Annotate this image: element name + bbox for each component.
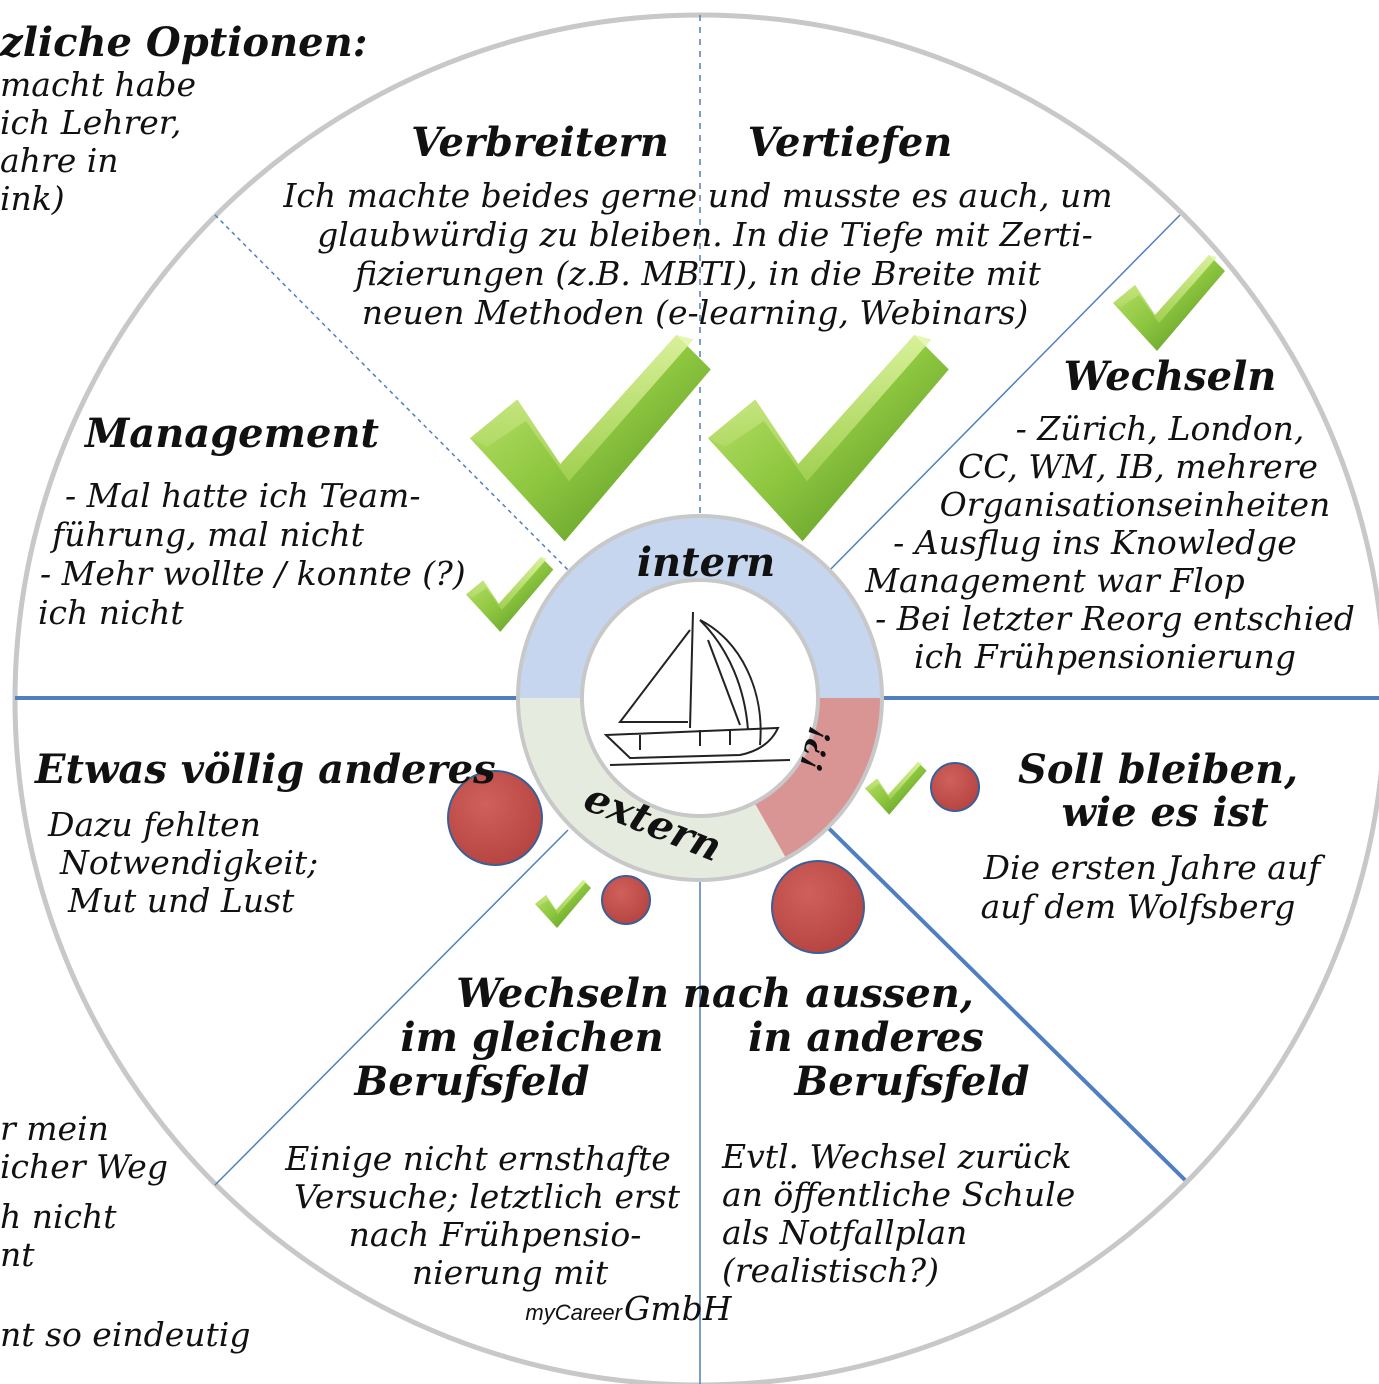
svg-text:neuen Methoden (e-learning, We: neuen Methoden (e-learning, Webinars) [362,293,1029,332]
svg-text:Versuche; letztlich erst: Versuche; letztlich erst [294,1177,681,1216]
svg-text:Die ersten Jahre auf: Die ersten Jahre auf [983,848,1327,887]
segment-soll-bleiben: Soll bleiben, wie es ist Die ersten Jahr… [981,746,1327,926]
svg-text:ahre in: ahre in [0,141,119,180]
svg-text:ink): ink) [0,179,65,218]
sailboat-icon [603,611,791,766]
margin-heading: zliche Optionen: [0,19,367,66]
svg-text:glaubwürdig zu bleiben. In die: glaubwürdig zu bleiben. In die Tiefe mit… [317,215,1093,254]
verbreitern-title: Verbreitern [411,119,669,166]
svg-text:ich nicht: ich nicht [38,593,184,632]
svg-text:Berufsfeld: Berufsfeld [354,1058,590,1105]
svg-text:nierung mit: nierung mit [412,1253,609,1292]
svg-text:(realistisch?): (realistisch?) [722,1251,939,1290]
red-dot-icon [771,860,865,954]
segment-wechseln: Wechseln - Zürich, London, CC, WM, IB, m… [864,353,1355,676]
aussen-title: Wechseln nach aussen, [456,970,974,1017]
segment-management: Management - Mal hatte ich Team- führung… [38,410,466,632]
svg-text:Management war Flop: Management war Flop [864,561,1245,600]
svg-text:r mein: r mein [0,1109,109,1148]
svg-text:fizierungen (z.B. MBTI), in d: fizierungen (z.B. MBTI), in die Breite m… [352,254,1041,293]
svg-text:- Zürich, London,: - Zürich, London, [1016,409,1305,448]
vertiefen-title: Vertiefen [748,119,953,166]
management-title: Management [83,410,379,457]
svg-text:ich Lehrer,: ich Lehrer, [0,103,181,142]
svg-text:als Notfallplan: als Notfallplan [722,1213,967,1252]
svg-text:an öffentliche Schule: an öffentliche Schule [722,1175,1075,1214]
svg-text:auf dem Wolfsberg: auf dem Wolfsberg [981,887,1296,926]
soll-bleiben-title-2: wie es ist [1061,789,1269,836]
svg-text:macht habe: macht habe [0,65,196,104]
svg-text:Berufsfeld: Berufsfeld [794,1058,1030,1105]
svg-text:Notwendigkeit;: Notwendigkeit; [59,843,318,882]
divider-lines [15,15,1379,1384]
soll-bleiben-title-1: Soll bleiben, [1018,746,1298,793]
center-ring [516,514,884,882]
left-margin-notes: zliche Optionen: macht habe ich Lehrer, … [0,19,367,1354]
svg-text:Ich machte beides gerne und mu: Ich machte beides gerne und musste es au… [282,176,1112,215]
wechseln-title: Wechseln [1064,353,1277,400]
mycareer-label: myCareer [525,1300,623,1325]
svg-text:ich Frühpensionierung: ich Frühpensionierung [914,637,1296,676]
svg-text:im gleichen: im gleichen [400,1014,663,1061]
svg-text:in anderes: in anderes [748,1014,984,1061]
etwas-title: Etwas völlig anderes [34,746,496,793]
svg-text:nach Frühpensio-: nach Frühpensio- [349,1215,642,1254]
svg-text:Organisationseinheiten: Organisationseinheiten [940,485,1331,524]
svg-text:h nicht: h nicht [0,1197,117,1236]
segment-verbreitern-vertiefen: Verbreitern Vertiefen Ich machte beides … [282,119,1112,332]
red-dot-icon [601,875,651,925]
ring-intern [518,516,882,698]
gmbh-label: GmbH [624,1289,733,1328]
segment-etwas-anderes: Etwas völlig anderes Dazu fehlten Notwen… [34,746,496,920]
ring-flag [754,698,882,858]
svg-text:nt: nt [0,1235,35,1274]
svg-text:- Mal hatte ich Team-: - Mal hatte ich Team- [65,476,421,515]
svg-text:führung, mal nicht: führung, mal nicht [49,515,365,554]
svg-text:Dazu fehlten: Dazu fehlten [47,805,261,844]
svg-text:Mut und Lust: Mut und Lust [67,881,295,920]
svg-text:Einige nicht ernsthafte: Einige nicht ernsthafte [284,1139,671,1178]
svg-text:nt so eindeutig: nt so eindeutig [0,1315,250,1354]
svg-text:icher Weg: icher Weg [0,1147,168,1186]
ring-label-intern: intern [637,539,775,586]
svg-text:CC, WM, IB, mehrere: CC, WM, IB, mehrere [958,447,1318,486]
segment-wechseln-aussen: Wechseln nach aussen, im gleichen Berufs… [284,970,1075,1328]
svg-text:- Ausflug ins Knowledge: - Ausflug ins Knowledge [893,523,1297,562]
red-dot-icon [930,762,980,812]
red-dot-icon [447,770,543,866]
svg-text:- Bei letzter Reorg entschied: - Bei letzter Reorg entschied [875,599,1355,638]
svg-text:- Mehr wollte / konnte (?): - Mehr wollte / konnte (?) [40,554,466,593]
svg-text:Evtl. Wechsel zurück: Evtl. Wechsel zurück [721,1137,1072,1176]
ring-extern [518,698,786,880]
